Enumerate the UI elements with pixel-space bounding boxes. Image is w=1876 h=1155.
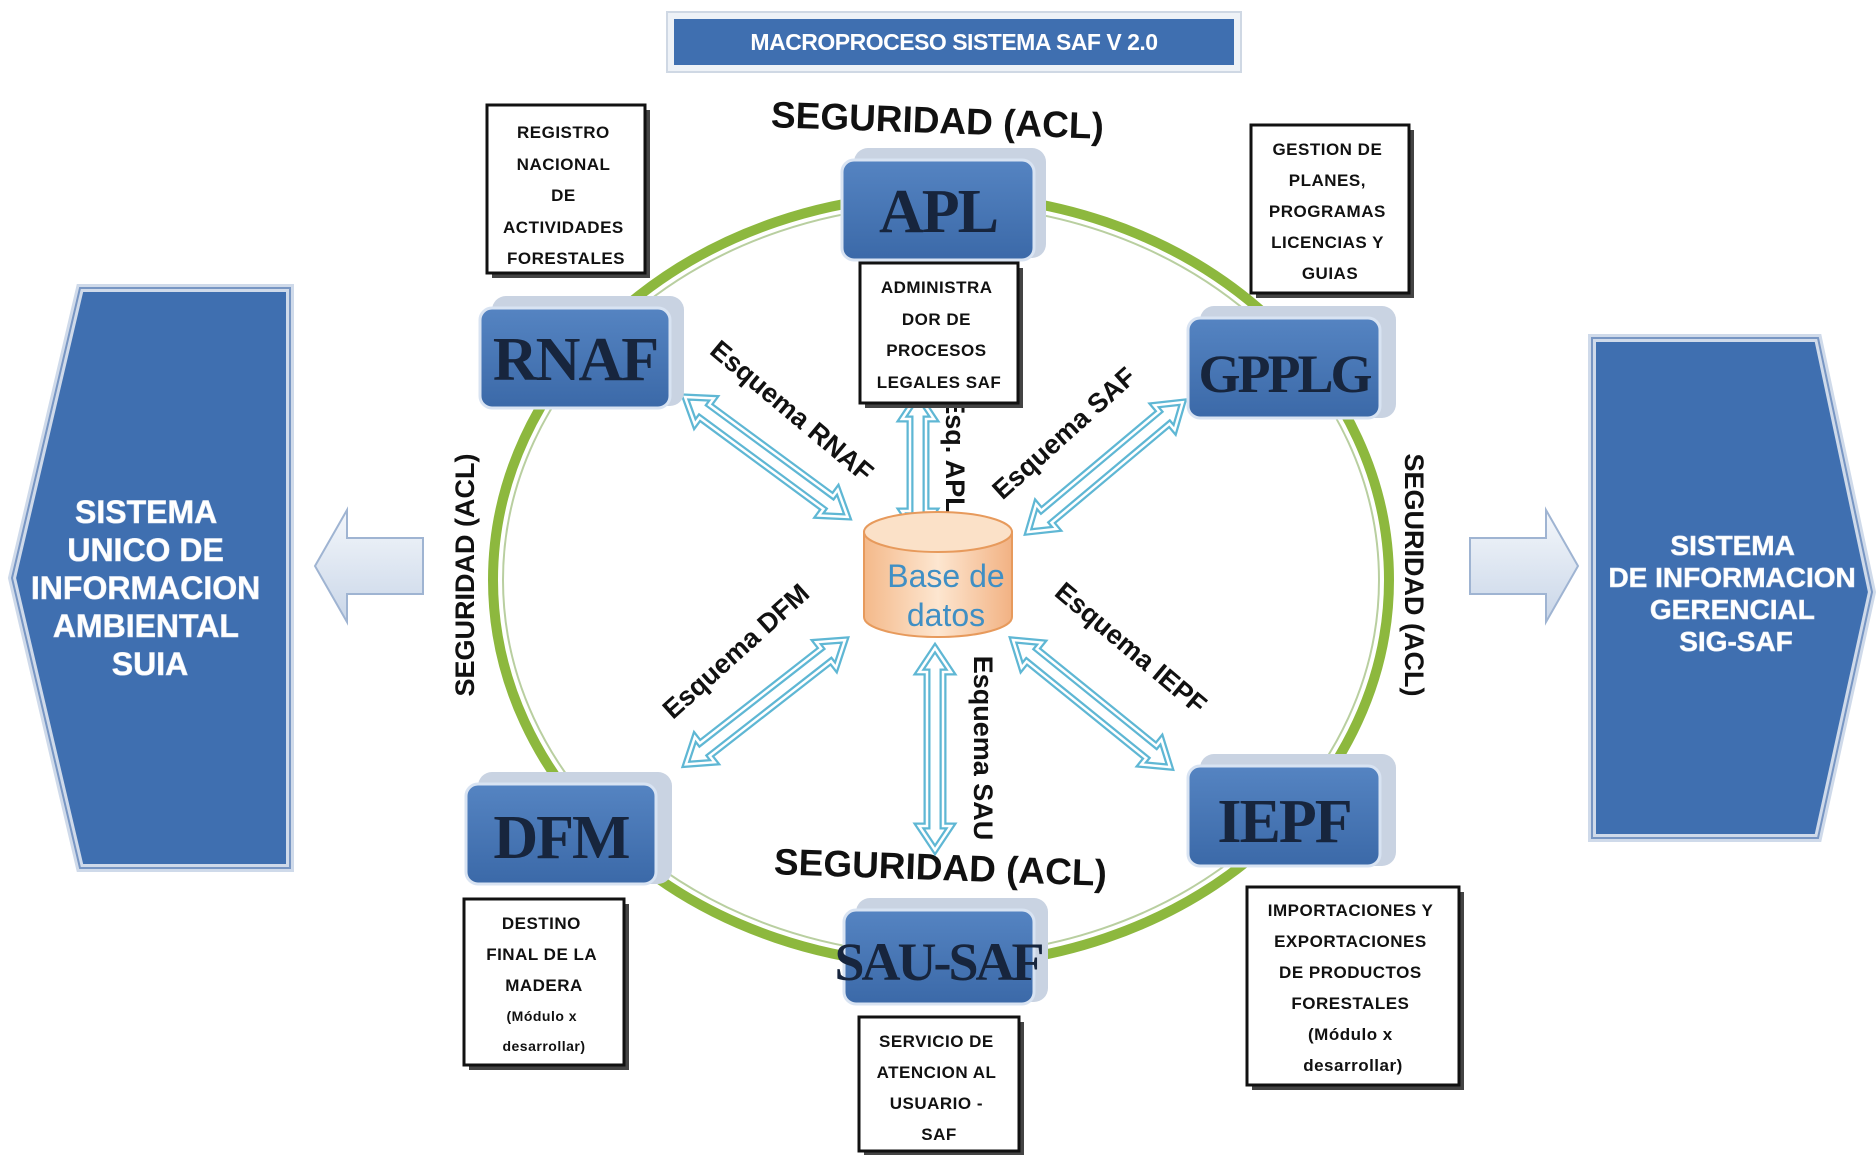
note-apl-line-4: LEGALES SAF	[877, 373, 1002, 392]
arrow-dfm	[680, 636, 850, 769]
system-sig-line-2: DE INFORMACION	[1608, 562, 1855, 593]
module-label-rnaf: RNAF	[493, 326, 657, 394]
note-dfm-line-4: (Módulo x	[507, 1008, 578, 1024]
note-dfm-line-3: MADERA	[505, 976, 583, 995]
note-iepf-line-3: DE PRODUCTOS	[1279, 963, 1422, 982]
svg-text:REGISTRO NACIONAL: REGISTRO NACIONAL DE ACTIVIDADES FORESTA…	[503, 123, 629, 268]
title-banner: MACROPROCESO SISTEMA SAF V 2.0	[666, 11, 1242, 73]
security-label-bottom: SEGURIDAD (ACL)	[773, 841, 1107, 894]
note-apl-line-1: ADMINISTRA	[881, 278, 992, 297]
note-apl-line-3: PROCESOS	[886, 341, 986, 360]
note-rnaf-line-1: REGISTRO	[517, 123, 610, 142]
note-gpplg-line-3: PROGRAMAS	[1269, 202, 1386, 221]
svg-text:SISTEMA UNICO DE I: SISTEMA UNICO DE INFORMACION AMBIENTAL S…	[31, 494, 269, 682]
svg-text:ADMINISTRA DOR DE: ADMINISTRA DOR DE PROCESOS LEGALES SAF	[877, 278, 1002, 392]
system-suia-line-1: SISTEMA	[75, 494, 217, 530]
system-suia-line-5: SUIA	[112, 646, 188, 682]
note-dfm-line-5: desarrollar)	[502, 1038, 585, 1054]
note-rnaf: REGISTRO NACIONAL DE ACTIVIDADES FORESTA…	[485, 103, 650, 278]
note-iepf-line-5: (Módulo x	[1308, 1025, 1393, 1044]
module-sau: SAU-SAF	[834, 898, 1048, 1006]
security-label-top: SEGURIDAD (ACL)	[770, 94, 1104, 147]
right-flow-arrow	[1469, 506, 1580, 626]
module-dfm: DFM	[464, 772, 672, 886]
svg-text:IMPORTACIONES Y EXPORTAC: IMPORTACIONES Y EXPORTACIONES DE PRODUCT…	[1268, 901, 1438, 1075]
note-iepf-line-6: desarrollar)	[1303, 1056, 1403, 1075]
note-apl-line-2: DOR DE	[902, 310, 971, 329]
note-rnaf-line-3: DE	[551, 186, 576, 205]
arrow-sau	[912, 641, 958, 857]
note-iepf-line-1: IMPORTACIONES Y	[1268, 901, 1434, 920]
system-suia-line-2: UNICO DE	[67, 532, 223, 568]
note-gpplg-line-4: LICENCIAS Y	[1271, 233, 1384, 252]
arrow-rnaf	[679, 393, 853, 521]
module-rnaf: RNAF	[478, 296, 684, 410]
note-rnaf-line-4: ACTIVIDADES	[503, 218, 624, 237]
diagram-title: MACROPROCESO SISTEMA SAF V 2.0	[750, 29, 1157, 55]
module-apl: APL	[840, 148, 1046, 262]
svg-text:GESTION DE PLANES,: GESTION DE PLANES, PROGRAMAS LICENCIAS Y…	[1269, 140, 1391, 283]
note-iepf-line-4: FORESTALES	[1291, 994, 1409, 1013]
system-suia-line-3: INFORMACION	[31, 570, 260, 606]
system-sig-line-1: SISTEMA	[1670, 530, 1794, 561]
note-sau-line-2: ATENCION AL	[877, 1063, 996, 1082]
note-rnaf-line-5: FORESTALES	[507, 249, 625, 268]
note-gpplg-line-1: GESTION DE	[1272, 140, 1382, 159]
external-system-suia: SISTEMA UNICO DE INFORMACION AMBIENTAL S…	[7, 284, 294, 872]
svg-text:DESTINO FINAL DE LA: DESTINO FINAL DE LA MADERA	[486, 914, 602, 995]
note-sau-line-4: SAF	[921, 1125, 957, 1144]
schema-label-dfm: Esquema DFM	[657, 578, 815, 725]
external-system-sig-saf: SISTEMA DE INFORMACION GERENCIAL SIG-SAF	[1588, 334, 1876, 842]
note-rnaf-line-2: NACIONAL	[517, 155, 610, 174]
schema-label-sau: Esquema SAU	[968, 656, 998, 841]
note-gpplg-line-2: PLANES,	[1289, 171, 1366, 190]
module-label-apl: APL	[879, 178, 997, 246]
note-sau: SERVICIO DE ATENCION AL USUARIO - SAF	[857, 1015, 1024, 1155]
note-dfm-line-2: FINAL DE LA	[486, 945, 596, 964]
svg-text:SERVICIO DE ATENCION AL: SERVICIO DE ATENCION AL USUARIO - SAF	[877, 1032, 1002, 1144]
security-label-right: SEGURIDAD (ACL)	[1399, 454, 1429, 697]
note-apl: ADMINISTRA DOR DE PROCESOS LEGALES SAF	[858, 261, 1023, 408]
note-dfm-line-1: DESTINO	[502, 914, 581, 933]
database-label-line1: Base de	[887, 558, 1004, 594]
security-label-left: SEGURIDAD (ACL)	[450, 454, 480, 697]
arrow-saf	[1023, 398, 1188, 537]
module-label-dfm: DFM	[493, 804, 629, 872]
database-icon: Base de datos	[863, 511, 1013, 638]
note-iepf-line-2: EXPORTACIONES	[1274, 932, 1427, 951]
module-iepf: IEPF	[1186, 754, 1396, 868]
svg-text:SISTEMA DE INFORMACION: SISTEMA DE INFORMACION GERENCIAL SIG-SAF	[1608, 530, 1863, 657]
note-gpplg: GESTION DE PLANES, PROGRAMAS LICENCIAS Y…	[1249, 123, 1414, 298]
system-sig-line-4: SIG-SAF	[1679, 626, 1793, 657]
note-sau-line-1: SERVICIO DE	[879, 1032, 994, 1051]
module-label-sau: SAU-SAF	[834, 932, 1042, 992]
system-suia-line-4: AMBIENTAL	[53, 608, 239, 644]
schema-label-apl: Esq. APL	[940, 396, 970, 514]
module-gpplg: GPPLG	[1186, 306, 1396, 420]
module-label-gpplg: GPPLG	[1199, 344, 1372, 404]
note-dfm: DESTINO FINAL DE LA MADERA (Módulo x des…	[462, 897, 629, 1070]
database-label-line2: datos	[907, 597, 985, 633]
note-sau-line-3: USUARIO -	[890, 1094, 983, 1113]
arrow-iepf	[1008, 636, 1175, 772]
svg-text:(Módulo x desarrollar): (Módulo x desarrollar)	[502, 1008, 585, 1054]
system-sig-line-3: GERENCIAL	[1650, 594, 1815, 625]
module-label-iepf: IEPF	[1217, 788, 1350, 856]
left-flow-arrow	[313, 506, 424, 626]
note-gpplg-line-5: GUIAS	[1302, 264, 1358, 283]
note-iepf: IMPORTACIONES Y EXPORTACIONES DE PRODUCT…	[1245, 885, 1464, 1090]
